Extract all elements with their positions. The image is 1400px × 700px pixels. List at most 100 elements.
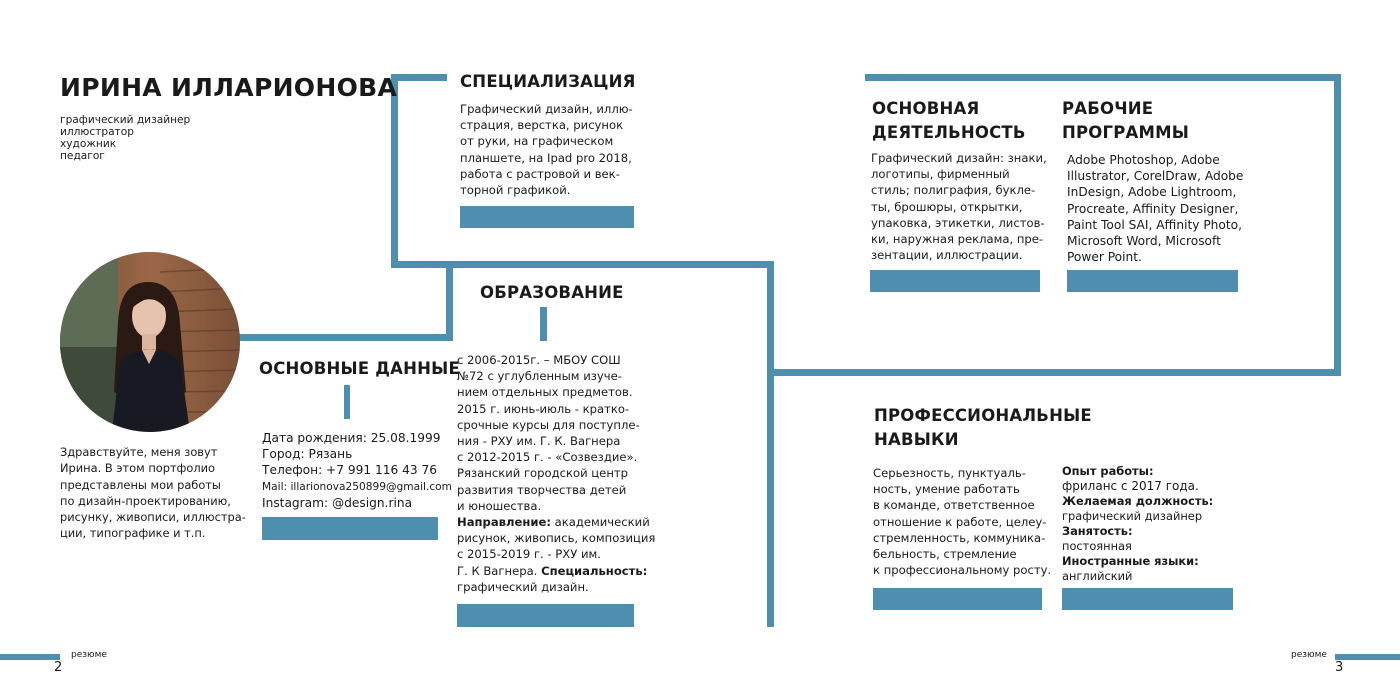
text-line: ции, типографике и т.п. xyxy=(60,526,206,541)
text-line: стремленность, коммуника- xyxy=(873,530,1046,545)
text-line: и юношества. xyxy=(457,498,542,513)
title-line: РАБОЧИЕ xyxy=(1062,99,1154,118)
text-line: зентации, иллюстрации. xyxy=(871,248,1023,263)
text-line: стиль; полиграфия, букле- xyxy=(871,183,1036,198)
specialization-title: СПЕЦИАЛИЗАЦИЯ xyxy=(460,72,636,91)
title-line: ДЕЯТЕЛЬНОСТЬ xyxy=(872,122,1026,142)
work-details-bar xyxy=(1062,588,1233,610)
basic-data-bar xyxy=(262,517,438,540)
text-line: ки, наружная реклама, пре- xyxy=(871,232,1044,247)
city: Город: Рязань xyxy=(262,447,353,462)
text-line: планшете, на Ipad pro 2018, xyxy=(460,150,632,165)
education-text: с 2006-2015г. – МБОУ СОШ №72 с углубленн… xyxy=(457,352,655,595)
direction-text: академический xyxy=(550,515,650,530)
text-line: 2015 г. июнь-июль - кратко- xyxy=(457,401,630,416)
activity-bar xyxy=(870,270,1040,292)
title-line: ПРОГРАММЫ xyxy=(1062,122,1190,142)
text-line: рисунок, живопись, композиция xyxy=(457,531,656,546)
connector-line xyxy=(767,261,774,627)
text-line: Procreate, Affinity Designer, xyxy=(1067,201,1239,216)
activity-title: ОСНОВНАЯ ДЕЯТЕЛЬНОСТЬ xyxy=(872,97,1026,145)
text-line: бельность, стремление xyxy=(873,547,1017,562)
skills-text: Серьезность, пунктуаль- ность, умение ра… xyxy=(873,465,1051,578)
text-line: работа с растровой и век- xyxy=(460,166,620,181)
footer-label-right: резюме xyxy=(1291,650,1327,660)
text-line: развития творчества детей xyxy=(457,482,627,497)
portrait-illustration xyxy=(60,252,240,432)
text-line: к профессиональному росту. xyxy=(873,563,1052,578)
connector-line xyxy=(391,74,398,268)
text-line: ты, брошюры, открытки, xyxy=(871,199,1023,214)
page-number-right: 3 xyxy=(1335,660,1344,675)
birth-date: Дата рождения: 25.08.1999 xyxy=(262,431,441,445)
text-line: Рязанский городской центр xyxy=(457,466,629,481)
role: иллюстратор xyxy=(60,126,134,138)
text-line: графический дизайн. xyxy=(457,579,589,594)
role: художник xyxy=(60,138,117,150)
text-line: в команде, ответственное xyxy=(873,498,1035,513)
text-line: отношение к работе, целеу- xyxy=(873,514,1047,529)
experience-value: фриланс с 2017 года. xyxy=(1062,479,1199,493)
text-line: рисунку, живописи, иллюстра- xyxy=(60,510,246,525)
title-line: ПРОФЕССИОНАЛЬНЫЕ xyxy=(874,406,1092,425)
connector-line xyxy=(446,261,453,341)
connector-line xyxy=(865,74,1341,81)
intro-text: Здравствуйте, меня зовут Ирина. В этом п… xyxy=(60,444,246,542)
software-bar xyxy=(1067,270,1238,292)
connector-tick xyxy=(344,385,350,419)
title-line: ОСНОВНАЯ xyxy=(872,99,980,118)
text-line: Серьезность, пунктуаль- xyxy=(873,466,1026,480)
text-line: Paint Tool SAI, Affinity Photo, xyxy=(1067,217,1242,232)
text-line: срочные курсы для поступле- xyxy=(457,417,640,432)
text-line: ность, умение работать xyxy=(873,482,1020,497)
direction-label: Направление: xyxy=(457,515,551,530)
connector-line xyxy=(391,74,447,81)
text-line: Adobe Photoshop, Adobe xyxy=(1067,153,1220,167)
role: графический дизайнер xyxy=(60,114,191,126)
footer-label-left: резюме xyxy=(71,650,107,660)
basic-data-title: ОСНОВНЫЕ ДАННЫЕ xyxy=(259,359,460,378)
text-line: Г. К Вагнера. Специальность: xyxy=(457,563,655,579)
position-value: графический дизайнер xyxy=(1062,509,1203,523)
mail: Mail: illarionova250899@gmail.com xyxy=(262,480,452,493)
text-line: Microsoft Word, Microsoft xyxy=(1067,234,1221,249)
roles-list: графический дизайнер иллюстратор художни… xyxy=(60,114,190,162)
title-line: НАВЫКИ xyxy=(874,429,959,449)
text-line: Графический дизайн: знаки, xyxy=(871,151,1047,165)
connector-line xyxy=(391,261,774,268)
text-line: Направление: академический xyxy=(457,514,655,530)
text-line: с 2015-2019 г. - РХУ им. xyxy=(457,547,601,562)
education-bar xyxy=(457,604,634,627)
text-line: Здравствуйте, меня зовут xyxy=(60,445,218,459)
person-name: ИРИНА ИЛЛАРИОНОВА xyxy=(60,73,398,102)
footer-line-right xyxy=(1335,654,1400,660)
text-line: ния - РХУ им. Г. К. Вагнера xyxy=(457,434,621,449)
text-line: нием отдельных предметов. xyxy=(457,385,633,400)
activity-text: Графический дизайн: знаки, логотипы, фир… xyxy=(871,150,1047,263)
portrait-photo xyxy=(60,252,240,432)
languages-label: Иностранные языки: xyxy=(1062,554,1199,568)
skills-title: ПРОФЕССИОНАЛЬНЫЕ НАВЫКИ xyxy=(874,404,1092,452)
education-title: ОБРАЗОВАНИЕ xyxy=(480,283,624,302)
text-line: торной графикой. xyxy=(460,183,571,198)
specialization-bar xyxy=(460,206,634,228)
software-text: Adobe Photoshop, Adobe Illustrator, Core… xyxy=(1067,152,1243,265)
text-line: страция, верстка, рисунок xyxy=(460,118,624,133)
text-line: Графический дизайн, иллю- xyxy=(460,102,633,116)
instagram: Instagram: @design.rina xyxy=(262,495,413,510)
text-line: логотипы, фирменный xyxy=(871,167,1010,182)
text-line: с 2012-2015 г. - «Созвездие». xyxy=(457,450,638,465)
text-line: Illustrator, CorelDraw, Adobe xyxy=(1067,169,1244,184)
specialization-text: Графический дизайн, иллю- страция, верст… xyxy=(460,101,633,198)
text-line: с 2006-2015г. – МБОУ СОШ xyxy=(457,353,621,367)
text-line: от руки, на графическом xyxy=(460,134,614,149)
connector-line xyxy=(1334,74,1341,376)
text-line: №72 с углубленным изуче- xyxy=(457,369,622,384)
experience-label: Опыт работы: xyxy=(1062,464,1154,478)
text-line: Ирина. В этом портфолио xyxy=(60,461,215,476)
spec-pre: Г. К Вагнера. xyxy=(457,563,542,578)
spec-label: Специальность: xyxy=(541,563,648,578)
text-line: упаковка, этикетки, листов- xyxy=(871,215,1045,230)
connector-line xyxy=(235,334,453,341)
connector-tick xyxy=(540,307,547,341)
